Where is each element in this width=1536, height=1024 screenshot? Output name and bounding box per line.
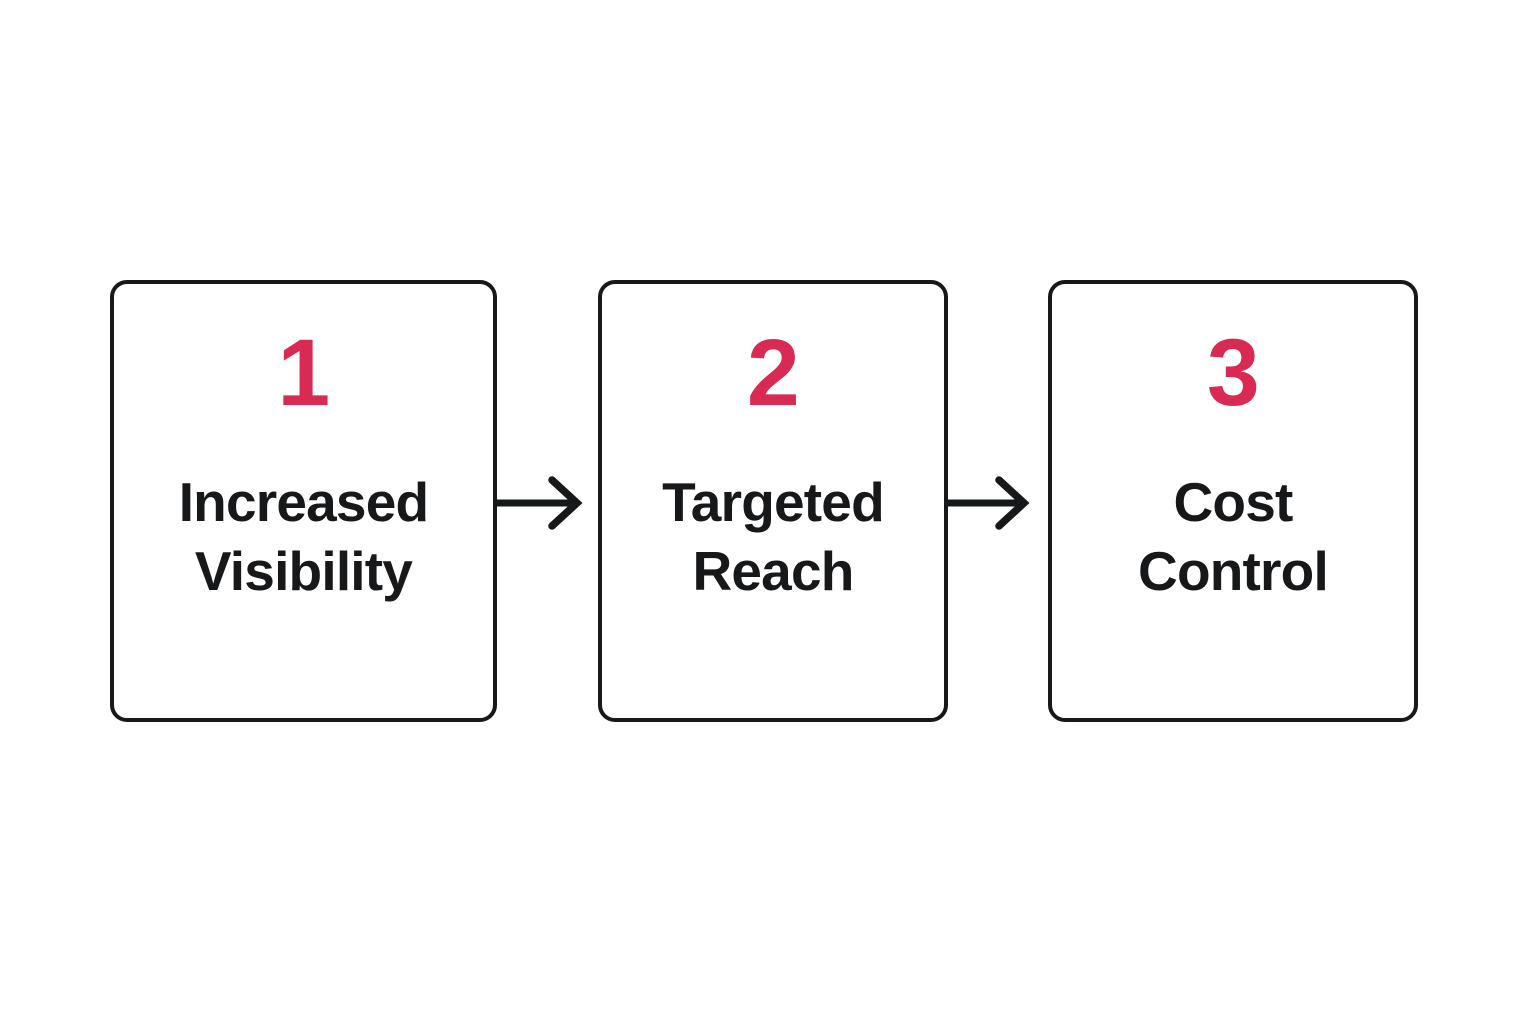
step-box-2[interactable]: 2 Targeted Reach <box>598 280 948 722</box>
step-label-3-line-2: Control <box>1138 540 1329 602</box>
step-label-2: Targeted Reach <box>602 468 944 606</box>
step-label-2-line-1: Targeted <box>662 471 885 533</box>
step-label-2-line-2: Reach <box>692 540 854 602</box>
connector-arrow-2-to-3 <box>946 463 1032 543</box>
step-label-1: Increased Visibility <box>114 468 493 606</box>
step-number-1: 1 <box>277 320 330 426</box>
arrow-right-icon <box>495 476 583 530</box>
step-label-3-line-1: Cost <box>1173 471 1293 533</box>
step-label-1-line-2: Visibility <box>194 540 413 602</box>
step-box-3[interactable]: 3 Cost Control <box>1048 280 1418 722</box>
step-label-3: Cost Control <box>1052 468 1414 606</box>
arrow-right-icon <box>946 476 1030 530</box>
step-number-3: 3 <box>1206 320 1260 426</box>
connector-arrow-1-to-2 <box>495 463 585 543</box>
step-label-1-line-1: Increased <box>178 471 429 533</box>
step-number-2: 2 <box>746 320 800 426</box>
step-box-1[interactable]: 1 Increased Visibility <box>110 280 497 722</box>
